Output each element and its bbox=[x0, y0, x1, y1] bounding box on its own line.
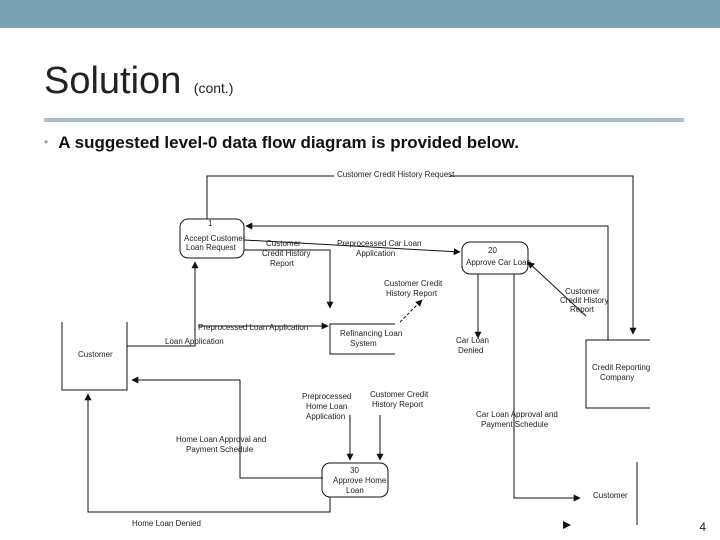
flow-home-loan-approval-a: Home Loan Approval and bbox=[176, 435, 266, 444]
entity-customer: Customer bbox=[61, 322, 128, 391]
flow-credit-history-report-1c: Report bbox=[270, 259, 295, 268]
flow-credit-history-report-3b: Credit History bbox=[560, 296, 608, 305]
flow-loan-application-line bbox=[127, 261, 199, 347]
process-3-number: 30 bbox=[350, 466, 359, 475]
title-suffix: (cont.) bbox=[193, 80, 234, 96]
entity-crc-label-1: Credit Reporting bbox=[592, 363, 650, 372]
flow-preprocessed-car-loan-b: Application bbox=[356, 249, 395, 258]
entity-customer-label: Customer bbox=[78, 350, 113, 359]
process-2-shape bbox=[461, 241, 529, 275]
flow-preprocessed-loan-label: Preprocessed Loan Application bbox=[198, 323, 308, 332]
flow-preprocessed-home-loan-b: Home Loan bbox=[306, 402, 347, 411]
process-2-number: 20 bbox=[488, 246, 497, 255]
flow-label-backdrop bbox=[334, 170, 450, 181]
data-store-label-2: System bbox=[350, 339, 377, 348]
process-3-shape bbox=[321, 462, 389, 498]
bullet-dot-icon: • bbox=[44, 135, 49, 149]
flow-to-data-store-line bbox=[244, 249, 334, 309]
entity-customer-box bbox=[61, 322, 128, 391]
flow-credit-history-report-4a: Customer Credit bbox=[370, 390, 429, 399]
flow-home-loan-denied-label: Home Loan Denied bbox=[132, 519, 201, 528]
flow-credit-history-request-label: Customer Credit History Request bbox=[337, 170, 455, 179]
flow-car-loan-approval-a: Car Loan Approval and bbox=[476, 410, 558, 419]
flow-dashed-link bbox=[399, 299, 423, 323]
flow-credit-history-report-2-line bbox=[527, 261, 587, 317]
flow-credit-history-report-1b: Credit History bbox=[262, 249, 310, 258]
top-accent-bar bbox=[0, 0, 720, 28]
data-flow-diagram: Customer Credit Reporting Company Custom… bbox=[61, 170, 650, 529]
flow-credit-history-report-4b: History Report bbox=[372, 400, 424, 409]
process-1-shape bbox=[179, 218, 245, 259]
flow-home-loan-approval-b: Payment Schedule bbox=[186, 445, 254, 454]
flow-preprocessed-car-loan-line bbox=[243, 239, 461, 256]
flow-preprocessed-home-loan-a: Preprocessed bbox=[302, 392, 351, 401]
flow-loan-application-label: Loan Application bbox=[165, 337, 224, 346]
page-number: 4 bbox=[699, 520, 706, 534]
flow-car-loan-denied-b: Denied bbox=[458, 346, 483, 355]
data-store-label-1: Refinancing Loan bbox=[340, 329, 402, 338]
process-1-name-1: Accept Customer bbox=[184, 234, 246, 243]
entity-crc-box bbox=[585, 339, 650, 409]
flow-arrowhead-marker bbox=[563, 521, 571, 529]
process-3-name-2: Loan bbox=[346, 486, 364, 495]
process-2-name: Approve Car Loan bbox=[466, 258, 531, 267]
flow-credit-history-report-top-line bbox=[245, 222, 609, 340]
flow-home-loan-approval-line bbox=[131, 376, 323, 479]
process-1: 1 Accept Customer Loan Request bbox=[179, 218, 246, 259]
slide-title: Solution (cont.) bbox=[44, 60, 233, 103]
process-2: 20 Approve Car Loan bbox=[461, 241, 531, 275]
process-1-name-2: Loan Request bbox=[186, 243, 237, 252]
flow-credit-history-report-3a: Customer bbox=[565, 287, 600, 296]
data-store-shape bbox=[329, 323, 395, 355]
flow-preprocessed-home-loan-c: Application bbox=[306, 412, 345, 421]
entity-crc-label-2: Company bbox=[600, 373, 634, 382]
process-3: 30 Approve Home Loan bbox=[321, 462, 389, 498]
flow-car-loan-denied-a: Car Loan bbox=[456, 336, 489, 345]
process-3-name-1: Approve Home bbox=[333, 476, 387, 485]
title-main: Solution bbox=[44, 60, 182, 102]
entity-customer-bottom-label: Customer bbox=[593, 491, 628, 500]
title-underline bbox=[44, 118, 684, 122]
flow-car-loan-approval-line bbox=[513, 274, 581, 502]
flow-preprocessed-car-loan-a: Preprocessed Car Loan bbox=[337, 239, 422, 248]
bullet-text: A suggested level-0 data flow diagram is… bbox=[58, 133, 519, 152]
data-store-refinancing: Refinancing Loan System bbox=[329, 323, 402, 355]
flow-credit-history-report-3c: Report bbox=[570, 305, 595, 314]
flow-credit-history-report-2b: History Report bbox=[386, 289, 438, 298]
flow-home-loan-denied-line bbox=[84, 393, 331, 513]
process-1-number: 1 bbox=[208, 219, 213, 228]
flow-credit-history-report-2a: Customer Credit bbox=[384, 279, 443, 288]
flow-car-loan-approval-b: Payment Schedule bbox=[481, 420, 549, 429]
flow-credit-history-report-1a: Customer bbox=[266, 239, 301, 248]
bullet-item: • A suggested level-0 data flow diagram … bbox=[44, 133, 519, 153]
entity-credit-reporting-company: Credit Reporting Company bbox=[585, 339, 650, 409]
entity-customer-bottom: Customer bbox=[593, 462, 638, 525]
